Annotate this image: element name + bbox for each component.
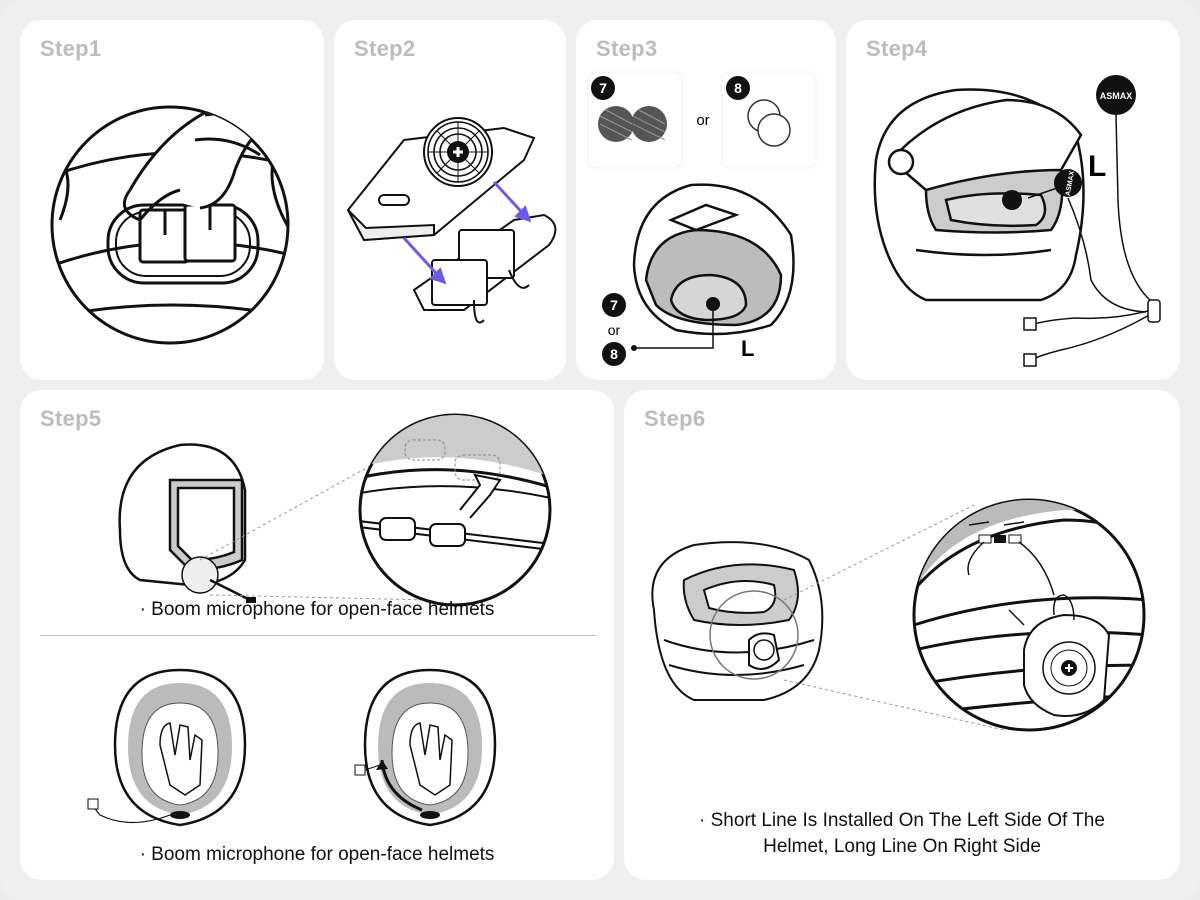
step5-caption-top: · Boom microphone for open-face helmets (139, 599, 495, 620)
svg-text:8: 8 (610, 346, 618, 362)
mounting-clip (412, 213, 557, 324)
or-text-top: or (696, 112, 709, 129)
step4-illustration: ASMAX ASMAX L (873, 75, 1161, 367)
helmet-with-device (651, 541, 824, 701)
step4-label: Step4 (866, 36, 928, 61)
step6-caption-line1: · Short Line Is Installed On The Left Si… (699, 810, 1105, 831)
hand-icon (159, 722, 203, 796)
step5-top-illustration (118, 413, 552, 607)
step3-label: Step3 (596, 36, 658, 61)
svg-text:8: 8 (734, 80, 742, 96)
step3-illustration: or 7 8 L 7 or 8 (587, 71, 817, 366)
helmet-top-view-left (87, 668, 247, 827)
badge-7-top: 7 (591, 76, 615, 100)
svg-text:7: 7 (599, 80, 607, 96)
side-label-L: L (741, 336, 754, 361)
step5-bottom-illustration (87, 668, 497, 827)
step2-card: Step2 (334, 20, 566, 380)
open-face-helmet (118, 443, 247, 594)
step1-illustration (50, 105, 290, 345)
svg-text:7: 7 (610, 297, 618, 313)
badge-8-top: 8 (726, 76, 750, 100)
step1-card: Step1 (20, 20, 324, 380)
step6-caption-line2: Helmet, Long Line On Right Side (763, 836, 1041, 857)
step1-label: Step1 (40, 36, 102, 61)
foam-pad-icon (747, 99, 791, 147)
step6-card: Step6 (624, 390, 1180, 880)
speaker-icon (1054, 169, 1082, 197)
badge-7-bottom: 7 (602, 293, 626, 317)
step5-caption-bottom: · Boom microphone for open-face helmets (139, 844, 495, 865)
asmax-speaker-icon (1096, 75, 1136, 115)
step5-label: Step5 (40, 406, 102, 431)
connector-icon (1023, 317, 1037, 331)
communicator-device (1023, 594, 1111, 717)
speaker-cables (1030, 114, 1157, 361)
or-text-bottom: or (608, 322, 621, 338)
connector-icon (1023, 353, 1037, 367)
step4-card: Step4 ASMAX ASMAX L (846, 20, 1180, 380)
step6-label: Step6 (644, 406, 706, 431)
hand-icon (409, 722, 453, 796)
helmet-top-view-right (354, 668, 497, 827)
speaker-cover-icon (598, 106, 667, 142)
microphone-icon (246, 597, 256, 603)
step5-divider (40, 635, 596, 636)
step2-illustration (346, 117, 557, 324)
step2-label: Step2 (354, 36, 416, 61)
fullface-helmet (873, 88, 1085, 302)
svg-text:ASMAX: ASMAX (1065, 170, 1076, 196)
side-label-L: L (1088, 150, 1106, 183)
step6-illustration (651, 498, 1146, 732)
brand-text: ASMAX (1100, 91, 1133, 101)
badge-8-bottom: 8 (602, 342, 626, 366)
step3-card: Step3 or 7 8 L (576, 20, 836, 380)
helmet-interior (632, 183, 795, 336)
step5-card: Step5 · Boom microphone for op (20, 390, 614, 880)
